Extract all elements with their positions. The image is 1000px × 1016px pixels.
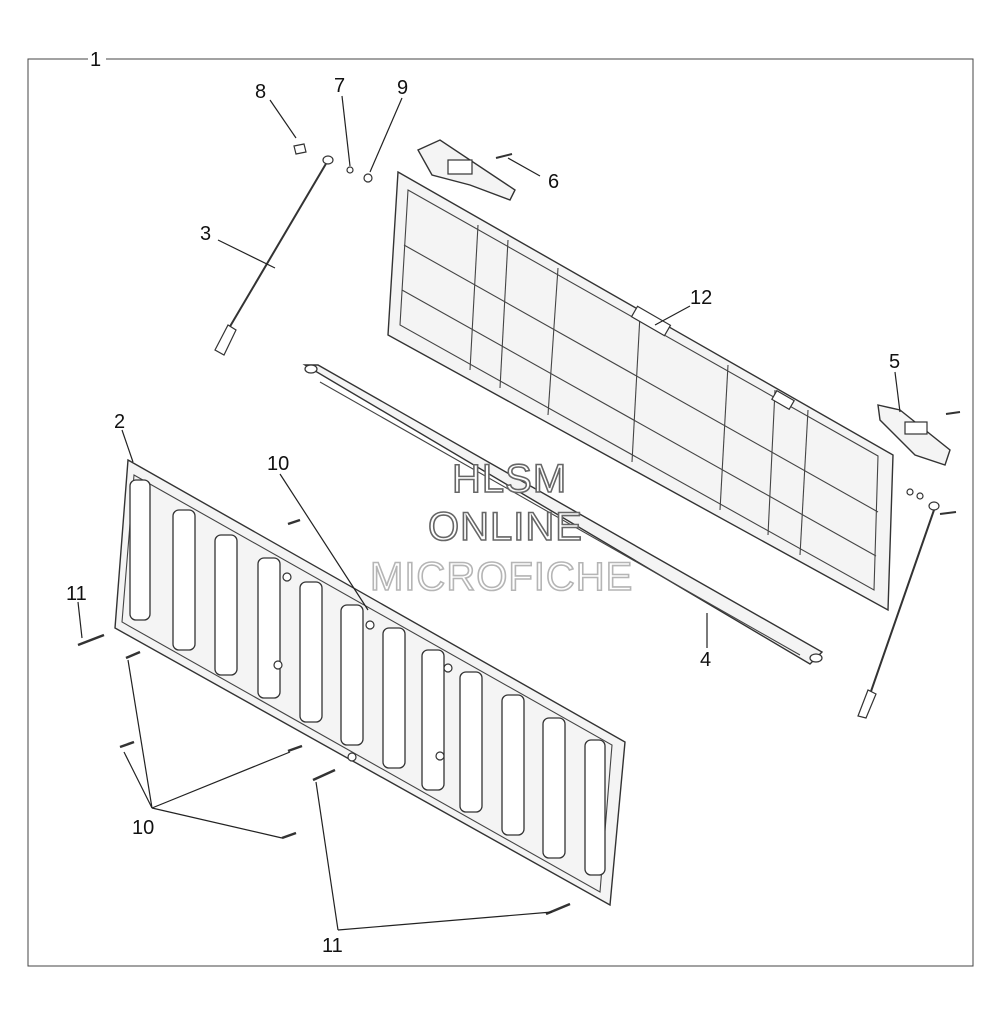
callout-12: 12 [690,287,712,309]
support-cable-left [214,155,334,356]
outer-tailgate-panel [114,458,626,907]
assembly-frame [27,58,974,967]
leader-lines [77,95,901,931]
watermark-line2: ONLINE [428,505,583,549]
torsion-rod [302,364,824,665]
callout-10-top: 10 [267,453,289,475]
callout-11-bottom: 11 [322,935,343,957]
fasteners [77,143,961,916]
callout-3: 3 [200,223,211,245]
support-cable-right [857,501,940,719]
watermark-line3: MICROFICHE [370,555,633,599]
callout-1: 1 [90,49,101,71]
watermark-line1: HLSM [452,457,567,501]
callout-4: 4 [700,649,711,671]
inner-tailgate-panel [387,170,894,612]
callout-9: 9 [397,77,408,99]
latch-left [417,139,516,201]
callout-labels: 1 8 7 9 6 3 12 5 2 10 11 4 10 11 [66,49,900,957]
watermark: HLSM ONLINE MICROFICHE [369,456,633,600]
callout-5: 5 [889,351,900,373]
callout-7: 7 [334,75,345,97]
callout-8: 8 [255,81,266,103]
callout-11-left: 11 [66,583,87,605]
callout-10-bottom: 10 [132,817,154,839]
panel-slots [129,479,606,876]
callout-2: 2 [114,411,125,433]
callout-6: 6 [548,171,559,193]
